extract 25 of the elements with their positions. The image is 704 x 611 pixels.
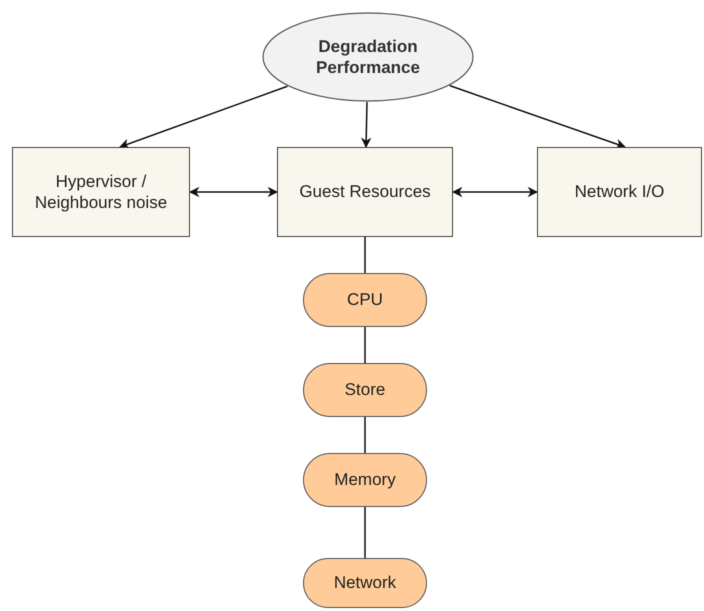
arrow [119, 86, 288, 149]
arrow [360, 102, 372, 148]
node-label: CPU [347, 289, 383, 311]
node-label: Memory [334, 469, 396, 491]
node-label: Network [334, 572, 396, 594]
connector-line [364, 507, 366, 558]
process-box [537, 147, 702, 237]
rounded-node [303, 273, 427, 327]
node-label: Network I/O [574, 181, 664, 203]
node-label: Degradation Performance [315, 36, 421, 78]
process-box [277, 147, 453, 237]
node-label: Store [344, 379, 386, 401]
connector-line [364, 327, 366, 363]
ellipse-node [262, 12, 474, 102]
arrow [188, 186, 278, 198]
connector-line [364, 417, 366, 453]
rounded-node [303, 363, 427, 417]
rounded-node [303, 558, 427, 608]
arrow [450, 84, 626, 149]
arrow [452, 186, 538, 198]
rounded-node [303, 453, 427, 507]
connector-line [364, 237, 366, 273]
node-label: Hypervisor / Neighbours noise [34, 170, 168, 214]
node-label: Guest Resources [299, 181, 431, 203]
process-box [12, 147, 190, 237]
